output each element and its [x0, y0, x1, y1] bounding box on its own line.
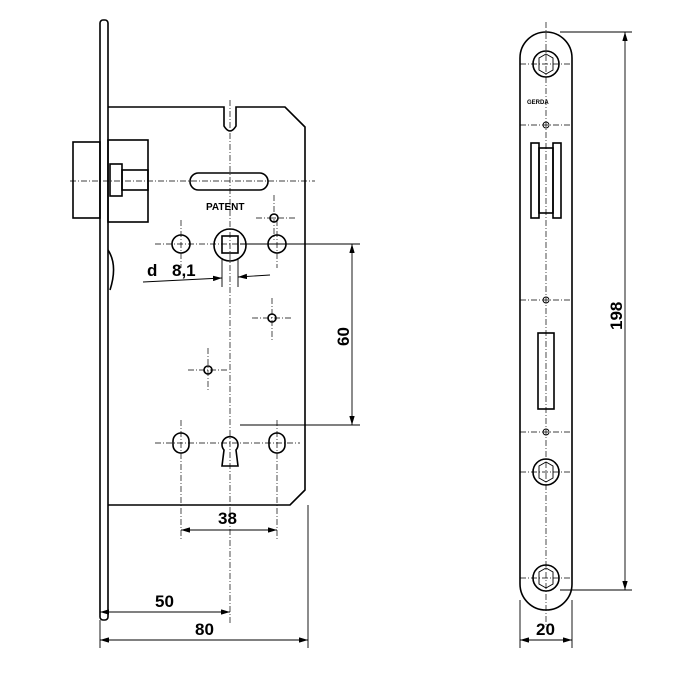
spindle-square [221, 235, 239, 254]
rivet [203, 365, 213, 375]
keyhole [221, 435, 239, 467]
lock-body [108, 106, 306, 506]
brand-logo: GERDA [527, 100, 549, 106]
rivet [269, 213, 279, 223]
dim-spindle: 8,1 [172, 261, 196, 280]
latch-opening [530, 142, 562, 219]
lever-detail [107, 249, 115, 291]
dim-body-depth: 80 [195, 620, 214, 639]
rivet [267, 313, 277, 323]
patent-label: PATENT [206, 202, 245, 213]
screw-hole [268, 432, 286, 454]
dim-backset: 50 [155, 592, 174, 611]
dim-spacing: 60 [334, 327, 353, 346]
screw-hole [172, 432, 190, 454]
faceplate-side [99, 19, 109, 621]
bolt-opening [537, 332, 555, 410]
screw-hex [532, 458, 560, 486]
screw-hex [532, 564, 560, 592]
spindle-hub [213, 228, 247, 262]
dim-hole-spacing: 38 [218, 509, 237, 528]
slot [189, 172, 269, 191]
diameter-symbol: d [147, 261, 157, 280]
screw-hex [532, 50, 560, 78]
dim-faceplate-width: 20 [536, 620, 555, 639]
screw-hole [171, 234, 191, 254]
dim-faceplate-length: 198 [607, 302, 626, 330]
